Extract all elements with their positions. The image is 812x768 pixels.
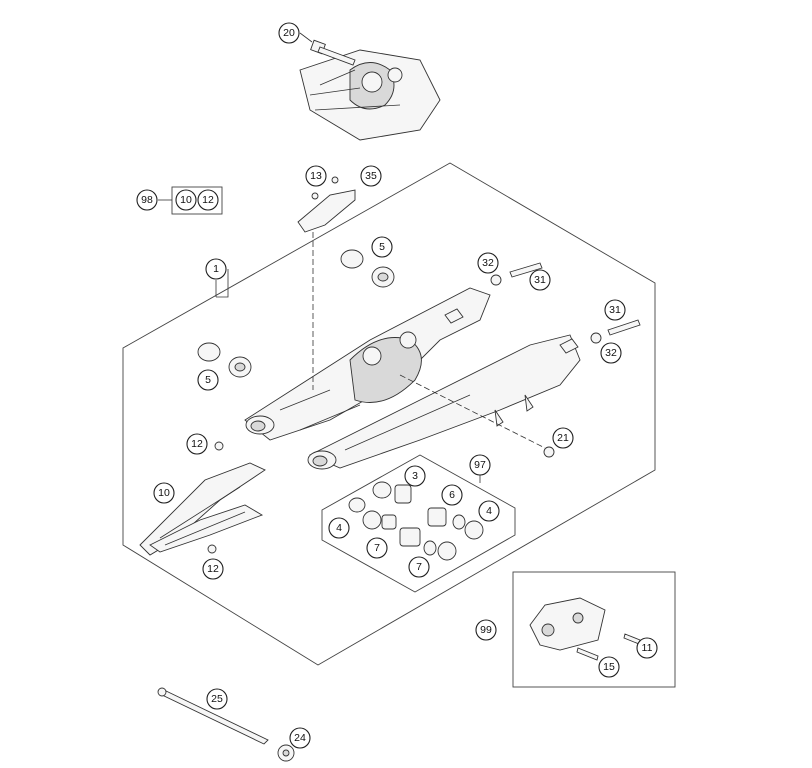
- callout-5-top: 5: [371, 236, 393, 258]
- swingarm-icon: [244, 287, 581, 470]
- callout-4-right: 4: [478, 500, 500, 522]
- callout-7-left: 7: [366, 537, 388, 559]
- svg-text:10: 10: [158, 487, 170, 499]
- callout-20: 20: [278, 22, 300, 44]
- callout-12-kit: 12: [197, 189, 219, 211]
- svg-text:20: 20: [283, 27, 295, 39]
- svg-text:4: 4: [336, 522, 342, 534]
- axle-icon: [157, 687, 269, 745]
- callout-3: 3: [404, 465, 426, 487]
- svg-text:31: 31: [534, 274, 546, 286]
- frame-pivot-icon: [299, 39, 441, 141]
- svg-text:31: 31: [609, 304, 621, 316]
- callout-1: 1: [205, 258, 227, 280]
- svg-text:4: 4: [486, 505, 492, 517]
- svg-text:6: 6: [449, 489, 455, 501]
- svg-text:98: 98: [141, 194, 153, 206]
- callout-7-right: 7: [408, 556, 430, 578]
- callout-12-bottom: 12: [202, 558, 224, 580]
- svg-text:21: 21: [557, 432, 569, 444]
- svg-text:25: 25: [211, 693, 223, 705]
- chain-guide-top-icon: [297, 176, 356, 233]
- callout-12-top: 12: [186, 433, 208, 455]
- svg-text:97: 97: [474, 459, 486, 471]
- callout-25: 25: [206, 688, 228, 710]
- callout-99: 99: [475, 619, 497, 641]
- callout-6: 6: [441, 484, 463, 506]
- svg-text:11: 11: [642, 642, 653, 654]
- svg-text:12: 12: [191, 438, 203, 450]
- svg-text:99: 99: [480, 624, 492, 636]
- kit-98-frame: [171, 186, 223, 215]
- callout-21: 21: [552, 427, 574, 449]
- callout-31-top: 31: [529, 269, 551, 291]
- callout-35: 35: [360, 165, 382, 187]
- bearing-kit-frame: [321, 454, 516, 593]
- svg-text:24: 24: [294, 732, 306, 744]
- callout-11: 11: [636, 637, 658, 659]
- svg-text:35: 35: [365, 170, 377, 182]
- callout-13: 13: [305, 165, 327, 187]
- svg-text:5: 5: [205, 374, 211, 386]
- svg-text:1: 1: [213, 263, 219, 275]
- svg-text:12: 12: [207, 563, 219, 575]
- chain-guide-icon: [139, 462, 266, 556]
- svg-text:7: 7: [374, 542, 380, 554]
- callout-10-kit: 10: [175, 189, 197, 211]
- callout-24: 24: [289, 727, 311, 749]
- svg-text:13: 13: [310, 170, 322, 182]
- svg-text:3: 3: [412, 470, 418, 482]
- svg-text:10: 10: [180, 194, 192, 206]
- callout-10: 10: [153, 482, 175, 504]
- svg-text:32: 32: [605, 347, 617, 359]
- svg-text:32: 32: [482, 257, 494, 269]
- swingarm-group-frame: [122, 162, 656, 666]
- callout-4-left: 4: [328, 517, 350, 539]
- callout-15: 15: [598, 656, 620, 678]
- svg-text:5: 5: [379, 241, 385, 253]
- svg-text:15: 15: [603, 661, 615, 673]
- callout-31-right: 31: [604, 299, 626, 321]
- chain-guide-kit-frame: [512, 571, 676, 688]
- callout-5-left: 5: [197, 369, 219, 391]
- chain-guide-kit-icon: [529, 597, 606, 651]
- callout-97: 97: [469, 454, 491, 476]
- svg-text:7: 7: [416, 561, 422, 573]
- svg-text:12: 12: [202, 194, 214, 206]
- callout-98: 98: [136, 189, 158, 211]
- callout-32-top: 32: [477, 252, 499, 274]
- callout-32-right: 32: [600, 342, 622, 364]
